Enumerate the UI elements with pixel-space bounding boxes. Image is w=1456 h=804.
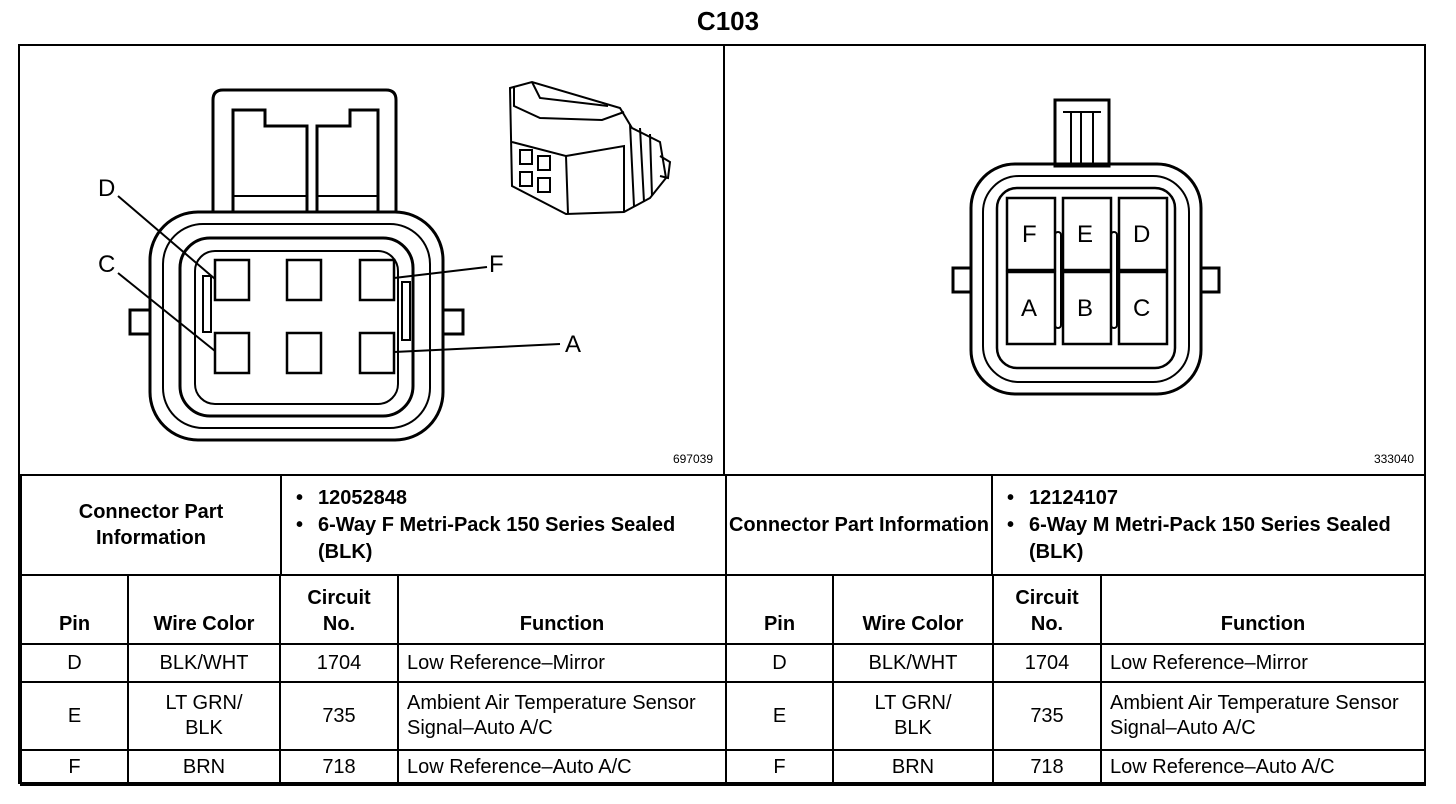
male-connector-panel: F E D A B C 333040 bbox=[725, 46, 1424, 474]
cavity-label-c: C bbox=[1133, 295, 1150, 322]
image-id: 697039 bbox=[672, 452, 713, 466]
circuit-cell: 718 bbox=[280, 750, 399, 784]
connector-info-table: Connector Part Information •12052848 •6-… bbox=[20, 474, 1426, 786]
pin-header: Pin bbox=[22, 576, 129, 645]
circuit-header: Circuit No. bbox=[993, 576, 1102, 645]
circuit-cell: 1704 bbox=[280, 644, 399, 683]
part-info-label: Connector Part Information bbox=[725, 474, 993, 576]
circuit-cell: 718 bbox=[993, 750, 1102, 784]
circuit-header: Circuit No. bbox=[280, 576, 399, 645]
wire-color-header: Wire Color bbox=[833, 576, 994, 645]
part-description: 6-Way F Metri-Pack 150 Series Sealed (BL… bbox=[318, 513, 676, 563]
circuit-cell: 735 bbox=[280, 682, 399, 751]
wire-color-cell: BLK/WHT bbox=[128, 644, 281, 683]
pin-label-a: A bbox=[565, 331, 581, 358]
function-cell: Low Reference–Mirror bbox=[398, 644, 725, 683]
pin-cell: D bbox=[727, 644, 834, 683]
male-connector-drawing: F E D A B C bbox=[951, 98, 1221, 396]
image-id: 333040 bbox=[1373, 452, 1414, 466]
pin-header: Pin bbox=[727, 576, 834, 645]
function-header: Function bbox=[1101, 576, 1424, 645]
wire-color-cell: BRN bbox=[128, 750, 281, 784]
function-cell: Ambient Air Temperature Sensor Signal–Au… bbox=[398, 682, 725, 751]
cavity-label-a: A bbox=[1021, 295, 1037, 322]
wire-color-cell: BLK/WHT bbox=[833, 644, 994, 683]
part-description: 6-Way M Metri-Pack 150 Series Sealed (BL… bbox=[1029, 513, 1391, 563]
wire-color-cell: BRN bbox=[833, 750, 994, 784]
pin-label-d: D bbox=[98, 175, 115, 202]
wire-color-cell: LT GRN/ BLK bbox=[833, 682, 994, 751]
cavity-label-d: D bbox=[1133, 221, 1150, 248]
pin-cell: F bbox=[22, 750, 129, 784]
female-connector-panel: D C F A 697039 bbox=[20, 46, 725, 474]
circuit-cell: 735 bbox=[993, 682, 1102, 751]
function-cell: Low Reference–Auto A/C bbox=[1110, 756, 1335, 778]
part-info-left: •12052848 •6-Way F Metri-Pack 150 Series… bbox=[280, 474, 727, 576]
connector-sheet: D C F A 697039 bbox=[18, 44, 1426, 786]
function-cell: Ambient Air Temperature Sensor Signal–Au… bbox=[1101, 682, 1424, 751]
pin-cell: E bbox=[727, 682, 834, 751]
part-info-label: Connector Part Information bbox=[20, 474, 282, 576]
function-cell: Low Reference–Mirror bbox=[1101, 644, 1424, 683]
wire-color-header: Wire Color bbox=[128, 576, 281, 645]
pin-cell: D bbox=[22, 644, 129, 683]
pinout-table-left: Pin Wire Color Circuit No. Function D BL… bbox=[22, 576, 725, 784]
part-number: 12124107 bbox=[1029, 486, 1118, 509]
cavity-label-b: B bbox=[1077, 295, 1093, 322]
circuit-cell: 1704 bbox=[993, 644, 1102, 683]
pin-label-f: F bbox=[489, 251, 504, 278]
pin-label-c: C bbox=[98, 251, 115, 278]
part-number: 12052848 bbox=[318, 486, 407, 509]
wire-color-cell: LT GRN/ BLK bbox=[128, 682, 281, 751]
cavity-label-f: F bbox=[1022, 221, 1037, 248]
part-info-right: •12124107 •6-Way M Metri-Pack 150 Series… bbox=[991, 474, 1426, 576]
pinout-table-right: Pin Wire Color Circuit No. Function D BL… bbox=[727, 576, 1424, 784]
female-connector-drawing: D C F A bbox=[98, 80, 672, 442]
cavity-label-e: E bbox=[1077, 221, 1093, 248]
pin-cell: F bbox=[727, 750, 834, 784]
pin-cell: E bbox=[22, 682, 129, 751]
function-cell: Low Reference–Auto A/C bbox=[407, 756, 632, 778]
function-header: Function bbox=[398, 576, 725, 645]
connector-title: C103 bbox=[696, 6, 760, 36]
